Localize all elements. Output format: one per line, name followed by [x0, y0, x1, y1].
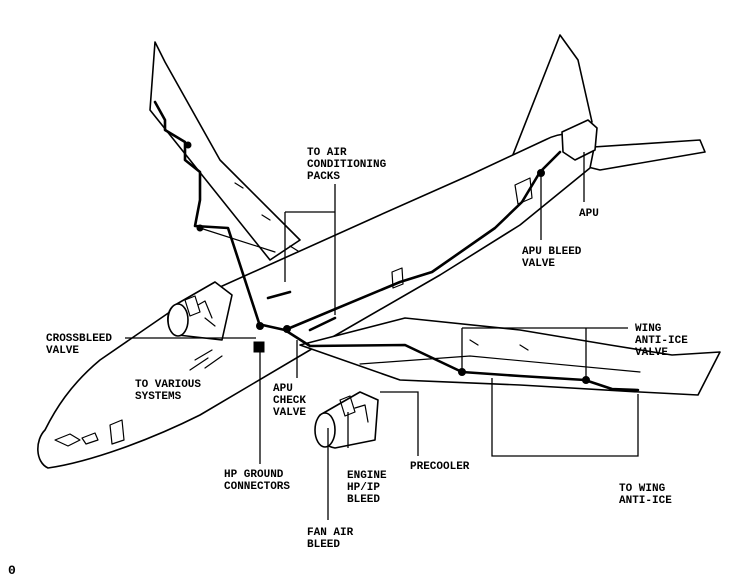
left-wing-anti-ice-valve — [196, 224, 204, 232]
label-fan-air-bleed: FAN AIR BLEED — [307, 527, 360, 551]
label-to-wing-anti-ice: TO WING ANTI-ICE — [619, 483, 672, 507]
right-engine — [314, 391, 379, 449]
left-wing-flap-line — [199, 227, 276, 253]
rear-door — [514, 177, 533, 205]
apu-bleed-valve — [537, 169, 545, 177]
label-apu-bleed-valve: APU BLEED VALVE — [522, 246, 588, 270]
to-wing-anti-ice-leader — [491, 378, 639, 457]
label-precooler: PRECOOLER — [410, 461, 470, 473]
right-wing-anti-ice-valve-outboard — [582, 376, 590, 384]
various-systems-arrows — [189, 349, 223, 371]
aircraft-drawing — [37, 34, 721, 469]
label-wing-anti-ice-valve: WING ANTI-ICE VALVE — [635, 323, 694, 359]
precooler-leader — [380, 391, 419, 456]
right-wing-anti-ice-valve-inboard — [458, 368, 466, 376]
pack-supply-ducts — [266, 290, 337, 332]
left-engine — [167, 281, 233, 341]
left-wing-anti-ice-duct — [153, 100, 262, 328]
crossfeed-duct — [256, 150, 562, 332]
label-crossbleed-valve: CROSSBLEED VALVE — [46, 333, 119, 357]
labels: TO AIR CONDITIONING PACKS APU APU BLEED … — [8, 147, 694, 577]
label-to-air-conditioning-packs: TO AIR CONDITIONING PACKS — [307, 147, 393, 183]
hp-ground-connectors — [253, 341, 265, 353]
right-wing — [299, 317, 721, 396]
leader-lines — [125, 152, 639, 520]
valves — [184, 141, 590, 384]
apu-unit — [561, 119, 598, 161]
left-wing-valve — [184, 141, 192, 149]
label-to-various-systems: TO VARIOUS SYSTEMS — [135, 379, 208, 403]
cockpit-windows — [54, 432, 99, 447]
label-apu-check-valve: APU CHECK VALVE — [273, 383, 313, 419]
fuselage — [37, 132, 596, 469]
overwing-door — [391, 267, 404, 289]
wing-anti-ice-valve-leader — [461, 327, 628, 377]
flap-fairings — [234, 182, 529, 351]
label-apu: APU — [579, 208, 599, 220]
forward-door — [109, 419, 125, 445]
apu-check-valve — [283, 325, 291, 333]
label-engine-hp-ip-bleed: ENGINE HP/IP BLEED — [347, 470, 393, 506]
packs-leader — [284, 184, 336, 315]
right-wing-spar-line — [359, 355, 641, 373]
bleed-ducting — [153, 100, 640, 392]
right-horizontal-stabilizer — [577, 139, 706, 171]
left-wing — [149, 41, 301, 261]
label-hp-ground-connectors: HP GROUND CONNECTORS — [224, 469, 290, 493]
figure-mark: 0 — [8, 563, 16, 577]
right-wing-anti-ice-duct — [286, 330, 640, 392]
crossbleed-valve — [256, 322, 264, 330]
